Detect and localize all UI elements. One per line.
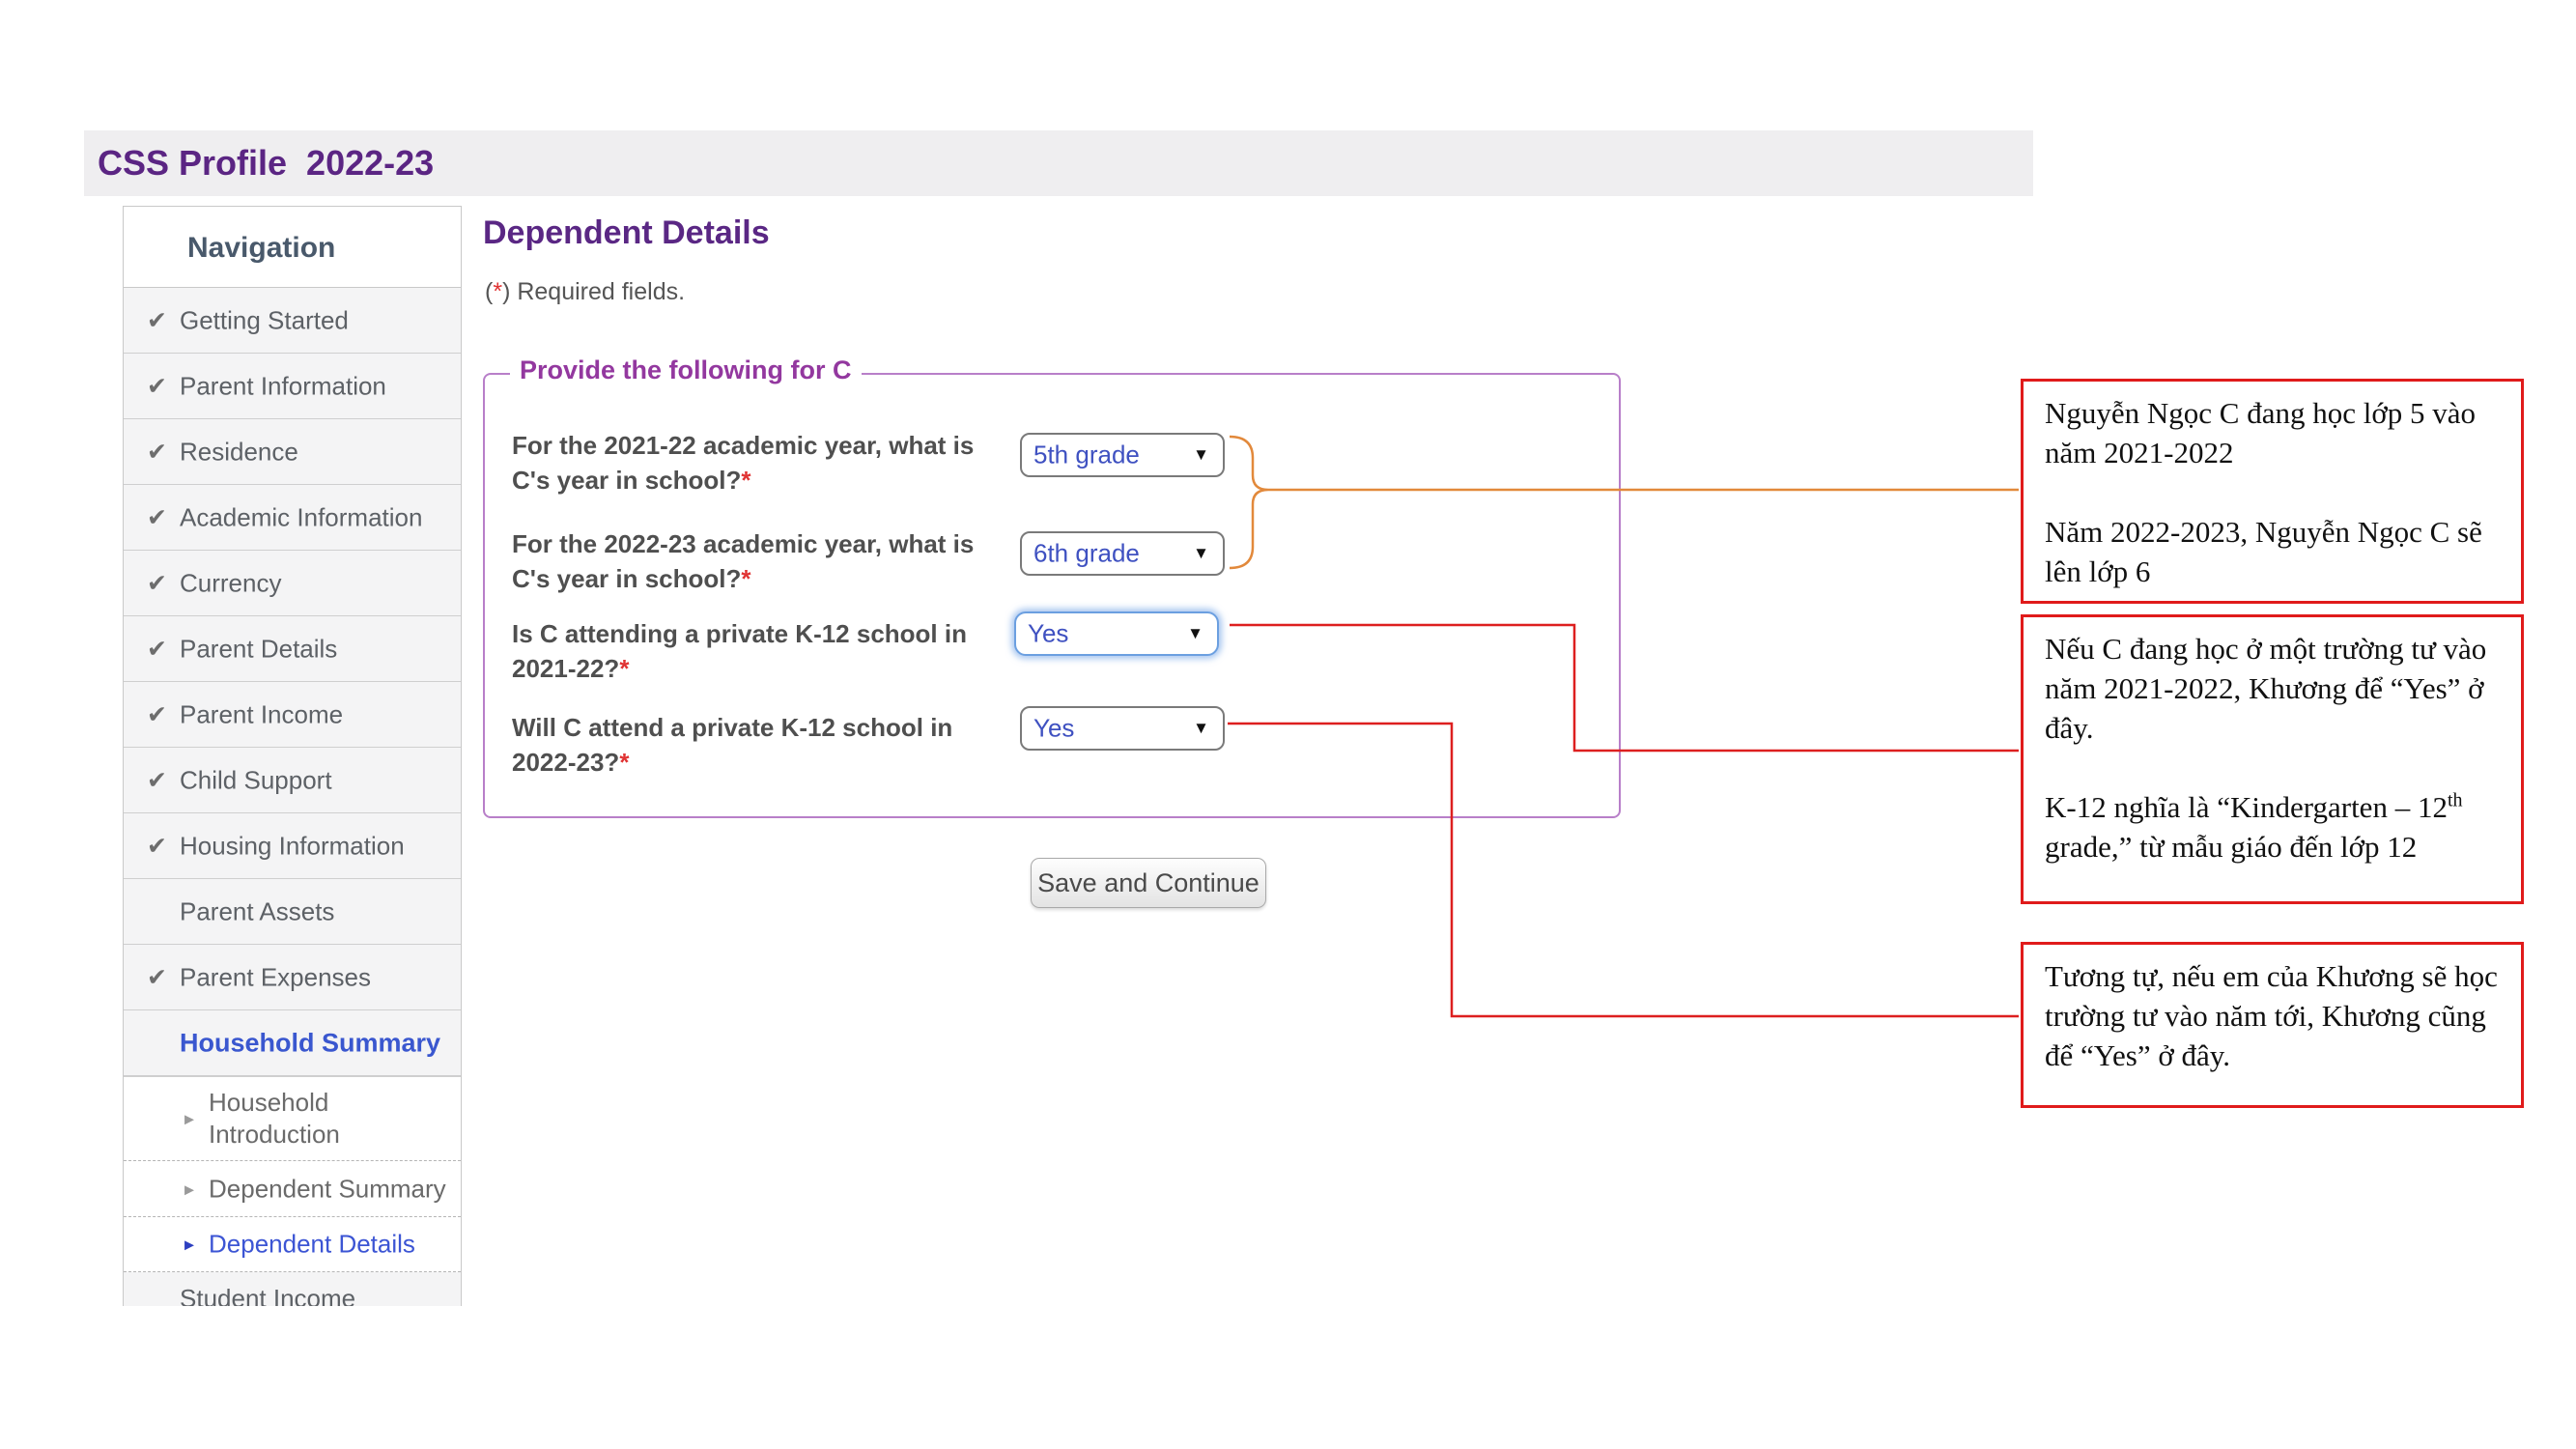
annotation-box-next-year: Tương tự, nếu em của Khương sẽ học trườn…: [2021, 942, 2524, 1108]
check-icon: ✔: [147, 372, 167, 400]
sidebar-item-residence[interactable]: ✔ Residence: [124, 419, 461, 485]
sidebar-item-label: Dependent Summary: [209, 1174, 446, 1203]
grade-2022-select[interactable]: 6th grade ▼: [1020, 531, 1225, 576]
required-asterisk: *: [619, 654, 630, 683]
annotation-paragraph: Nguyễn Ngọc C đang học lớp 5 vào năm 202…: [2045, 396, 2477, 469]
annotation-paragraph: Năm 2022-2023, Nguyễn Ngọc C sẽ lên lớp …: [2045, 515, 2482, 588]
sidebar-item-label: Dependent Details: [209, 1229, 415, 1259]
sidebar-item-label: Academic Information: [180, 502, 423, 531]
required-asterisk: *: [493, 278, 503, 305]
question-private-school-2022-label: Will C attend a private K-12 school in 2…: [512, 710, 1009, 780]
sidebar-item-label: Parent Information: [180, 371, 386, 400]
chevron-down-icon: ▼: [1187, 624, 1203, 642]
check-icon: ✔: [147, 832, 167, 860]
sidebar-item-household-summary[interactable]: Household Summary: [124, 1010, 461, 1076]
question-text: Is C attending a private K-12 school in …: [512, 619, 967, 683]
sidebar-item-parent-income[interactable]: ✔ Parent Income: [124, 682, 461, 748]
sidebar-item-household-introduction[interactable]: ▸ Household Introduction: [124, 1076, 461, 1161]
page-title: Dependent Details: [483, 214, 770, 251]
dependent-fieldset: [483, 373, 1621, 818]
required-note-suffix: ) Required fields.: [502, 278, 686, 305]
question-private-school-2021-label: Is C attending a private K-12 school in …: [512, 616, 1009, 686]
selected-value: Yes: [1033, 713, 1075, 743]
sidebar-item-label: Student Income: [180, 1284, 356, 1306]
fieldset-legend: Provide the following for C: [510, 355, 862, 385]
sidebar-item-label: Household Summary: [180, 1028, 441, 1057]
check-icon: ✔: [147, 306, 167, 334]
sidebar-item-dependent-summary[interactable]: ▸ Dependent Summary: [124, 1161, 461, 1217]
sidebar-item-student-income-cutoff[interactable]: Student Income: [124, 1272, 461, 1306]
sidebar-item-label: Parent Income: [180, 699, 344, 728]
selected-value: 5th grade: [1033, 440, 1140, 469]
check-icon: ✔: [147, 700, 167, 728]
chevron-down-icon: ▼: [1193, 544, 1209, 562]
navigation-sidebar: Navigation ✔ Getting Started ✔ Parent In…: [123, 206, 462, 1306]
annotation-text: grade,” từ mẫu giáo đến lớp 12: [2045, 830, 2418, 864]
private-school-2022-select[interactable]: Yes ▼: [1020, 706, 1225, 751]
selected-value: Yes: [1028, 618, 1069, 648]
sidebar-title: Navigation: [124, 206, 461, 288]
chevron-down-icon: ▼: [1193, 445, 1209, 464]
sidebar-item-currency[interactable]: ✔ Currency: [124, 551, 461, 616]
sidebar-item-label: Parent Assets: [180, 896, 335, 925]
sidebar-item-label: Parent Expenses: [180, 962, 372, 991]
chevron-right-icon: ▸: [184, 1108, 195, 1130]
chevron-right-icon: ▸: [184, 1179, 195, 1200]
chevron-down-icon: ▼: [1193, 719, 1209, 737]
sidebar-item-label: Housing Information: [180, 831, 405, 860]
sidebar-item-dependent-details[interactable]: ▸ Dependent Details: [124, 1217, 461, 1272]
sidebar-item-label: Residence: [180, 437, 298, 466]
grade-2021-select[interactable]: 5th grade ▼: [1020, 433, 1225, 477]
annotation-box-private-school: Nếu C đang học ở một trường tư vào năm 2…: [2021, 614, 2524, 904]
check-icon: ✔: [147, 569, 167, 597]
sidebar-item-parent-details[interactable]: ✔ Parent Details: [124, 616, 461, 682]
question-text: For the 2022-23 academic year, what is C…: [512, 529, 975, 593]
annotation-box-grades: Nguyễn Ngọc C đang học lớp 5 vào năm 202…: [2021, 379, 2524, 604]
save-and-continue-button[interactable]: Save and Continue: [1031, 858, 1266, 908]
annotation-paragraph: Nếu C đang học ở một trường tư vào năm 2…: [2045, 632, 2487, 745]
annotation-paragraph: Tương tự, nếu em của Khương sẽ học trườn…: [2045, 959, 2498, 1072]
annotation-superscript: th: [2447, 789, 2463, 811]
sidebar-item-getting-started[interactable]: ✔ Getting Started: [124, 288, 461, 354]
check-icon: ✔: [147, 438, 167, 466]
required-asterisk: *: [741, 466, 751, 495]
sidebar-item-label: Child Support: [180, 765, 332, 794]
sidebar-item-parent-expenses[interactable]: ✔ Parent Expenses: [124, 945, 461, 1010]
annotation-text: K-12 nghĩa là “Kindergarten – 12: [2045, 790, 2448, 824]
sidebar-item-label: Getting Started: [180, 305, 349, 334]
required-asterisk: *: [741, 564, 751, 593]
required-fields-note: (*) Required fields.: [485, 278, 685, 306]
check-icon: ✔: [147, 503, 167, 531]
sidebar-item-child-support[interactable]: ✔ Child Support: [124, 748, 461, 813]
check-icon: ✔: [147, 635, 167, 663]
annotation-paragraph: K-12 nghĩa là “Kindergarten – 12th grade…: [2045, 787, 2500, 867]
check-icon: ✔: [147, 963, 167, 991]
sidebar-item-label: Currency: [180, 568, 282, 597]
sidebar-item-housing-information[interactable]: ✔ Housing Information: [124, 813, 461, 879]
selected-value: 6th grade: [1033, 538, 1140, 568]
required-asterisk: *: [619, 748, 630, 777]
check-icon: ✔: [147, 766, 167, 794]
sidebar-item-parent-information[interactable]: ✔ Parent Information: [124, 354, 461, 419]
sidebar-item-academic-information[interactable]: ✔ Academic Information: [124, 485, 461, 551]
question-text: For the 2021-22 academic year, what is C…: [512, 431, 975, 495]
sidebar-item-label: Household Introduction: [209, 1088, 340, 1149]
required-note-prefix: (: [485, 278, 494, 305]
app-header-bar: CSS Profile 2022-23: [84, 130, 2033, 196]
sidebar-item-label: Parent Details: [180, 634, 338, 663]
question-grade-2022-label: For the 2022-23 academic year, what is C…: [512, 526, 1009, 596]
question-grade-2021-label: For the 2021-22 academic year, what is C…: [512, 428, 1009, 497]
app-title: CSS Profile 2022-23: [98, 143, 435, 183]
chevron-right-icon: ▸: [184, 1234, 195, 1256]
private-school-2021-select[interactable]: Yes ▼: [1014, 611, 1219, 656]
sidebar-item-parent-assets[interactable]: Parent Assets: [124, 879, 461, 945]
question-text: Will C attend a private K-12 school in 2…: [512, 713, 953, 777]
